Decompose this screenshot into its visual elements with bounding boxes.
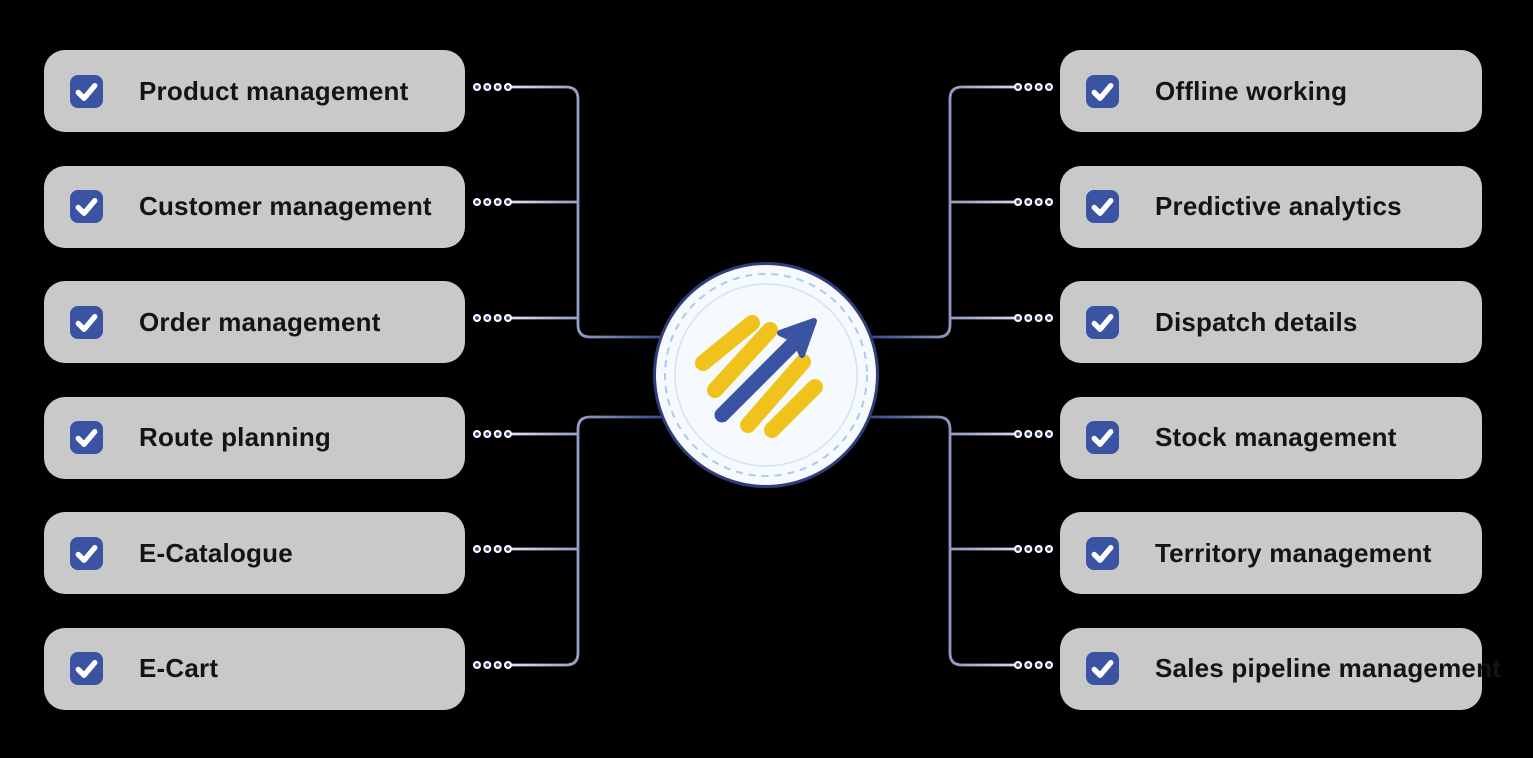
checkbox-checked-icon [70,652,103,685]
connector-dots [473,83,512,91]
checkbox-checked-icon [70,74,103,108]
feature-label: Offline working [1155,75,1348,106]
connector-path [856,415,1022,667]
feature-label: E-Cart [139,653,219,683]
feature-label: Product management [139,75,409,106]
feature-item: E-Catalogue [44,512,465,594]
feature-item: Stock management [1060,396,1482,479]
logo-bar [707,322,778,398]
feature-item: Route planning [44,396,465,479]
connector-dots [1014,83,1053,91]
connector-dots [473,661,512,669]
checkbox-checked-icon [70,190,103,223]
feature-item: Offline working [1060,50,1482,132]
center-hub [653,262,879,488]
checkbox-checked-icon [1086,421,1119,454]
hub-dashed-ring [664,273,868,477]
checkbox-checked-icon [1086,74,1119,108]
feature-label: E-Catalogue [139,537,293,568]
connector-path [856,85,1022,339]
connector-dots [1014,661,1053,669]
connector-path [511,85,676,339]
feature-label: Customer management [139,191,432,221]
connector-dots [473,198,512,206]
feature-item: Customer management [44,165,465,248]
feature-item: E-Cart [44,627,465,710]
checkbox-checked-icon [70,305,103,339]
checkbox-checked-icon [70,421,103,454]
connector-path [511,415,676,667]
connector-dots [473,545,512,553]
feature-label: Stock management [1155,422,1397,452]
feature-item: Product management [44,50,465,132]
feature-item: Predictive analytics [1060,165,1482,248]
hub-inner-ring [674,283,858,467]
logo-bar [764,379,823,438]
checkbox-checked-icon [70,536,103,570]
checkbox-checked-icon [1086,652,1119,685]
connector-dots [1014,314,1053,322]
feature-label: Dispatch details [1155,306,1358,337]
feature-label: Order management [139,306,381,337]
feature-label: Sales pipeline management [1155,653,1502,683]
connector-dots [1014,198,1053,206]
growth-arrow-logo [653,262,879,488]
left-feature-column: Product management Customer management O… [44,50,465,710]
feature-label: Territory management [1155,537,1432,568]
feature-item: Dispatch details [1060,281,1482,363]
feature-item: Territory management [1060,512,1482,594]
right-feature-column: Offline working Predictive analytics Dis… [1060,50,1501,710]
logo-arrow-shaft [714,338,799,423]
feature-label: Route planning [139,422,331,452]
connector-dots [473,430,512,438]
feature-item: Sales pipeline management [1060,627,1501,710]
connector-dots [1014,545,1053,553]
feature-label: Predictive analytics [1155,191,1402,221]
checkbox-checked-icon [1086,536,1119,570]
logo-bar [695,315,760,371]
logo-arrow-head [777,318,817,358]
feature-item: Order management [44,281,465,363]
logo-bar [740,354,811,433]
connector-dots [1014,430,1053,438]
connector-dots [473,314,512,322]
checkbox-checked-icon [1086,305,1119,339]
checkbox-checked-icon [1086,190,1119,223]
